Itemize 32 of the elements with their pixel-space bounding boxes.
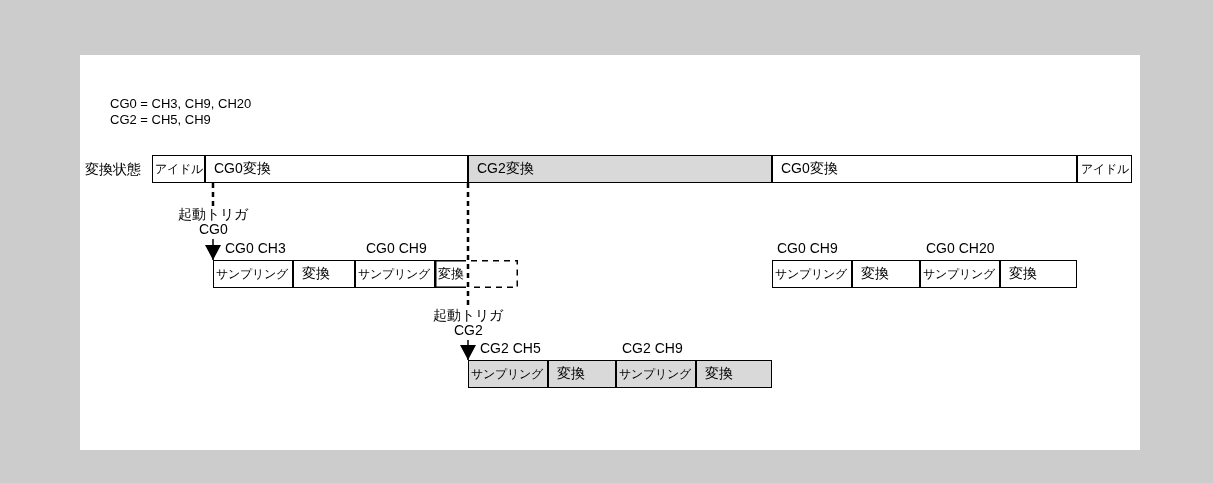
conversion-cell: 変換 <box>852 260 920 288</box>
state-cell: CG0変換 <box>772 155 1077 183</box>
conversion-cell: 変換 <box>548 360 616 388</box>
conversion-cell: 変換 <box>435 260 466 288</box>
trigger-label: 起動トリガ CG0 <box>170 207 256 239</box>
sampling-cell: サンプリング <box>616 360 696 388</box>
conversion-cell: 変換 <box>293 260 355 288</box>
channel-label: CG0 CH3 <box>225 240 286 256</box>
trigger-arrow <box>460 339 476 361</box>
definition-text: CG2 = CH5, CH9 <box>110 112 211 128</box>
channel-label: CG0 CH20 <box>926 240 995 256</box>
trigger-line <box>211 183 215 207</box>
conversion-cell: 変換 <box>1000 260 1077 288</box>
definition-text: CG0 = CH3, CH9, CH20 <box>110 96 252 112</box>
sampling-cell: サンプリング <box>772 260 852 288</box>
trigger-line <box>466 183 470 308</box>
channel-label: CG2 CH5 <box>480 340 541 356</box>
state-cell: CG0変換 <box>205 155 468 183</box>
trigger-label: 起動トリガ CG2 <box>425 308 511 340</box>
channel-label: CG0 CH9 <box>366 240 427 256</box>
channel-label: CG2 CH9 <box>622 340 683 356</box>
state-cell: アイドル <box>1077 155 1132 183</box>
trigger-arrow <box>205 238 221 261</box>
sampling-cell: サンプリング <box>468 360 548 388</box>
conversion-cell: 変換 <box>696 360 772 388</box>
state-cell: CG2変換 <box>468 155 772 183</box>
sampling-cell: サンプリング <box>213 260 293 288</box>
channel-label: CG0 CH9 <box>777 240 838 256</box>
sampling-cell: サンプリング <box>355 260 435 288</box>
state-cell: アイドル <box>152 155 205 183</box>
sampling-cell: サンプリング <box>920 260 1000 288</box>
dashed-overrun-box <box>471 260 518 288</box>
